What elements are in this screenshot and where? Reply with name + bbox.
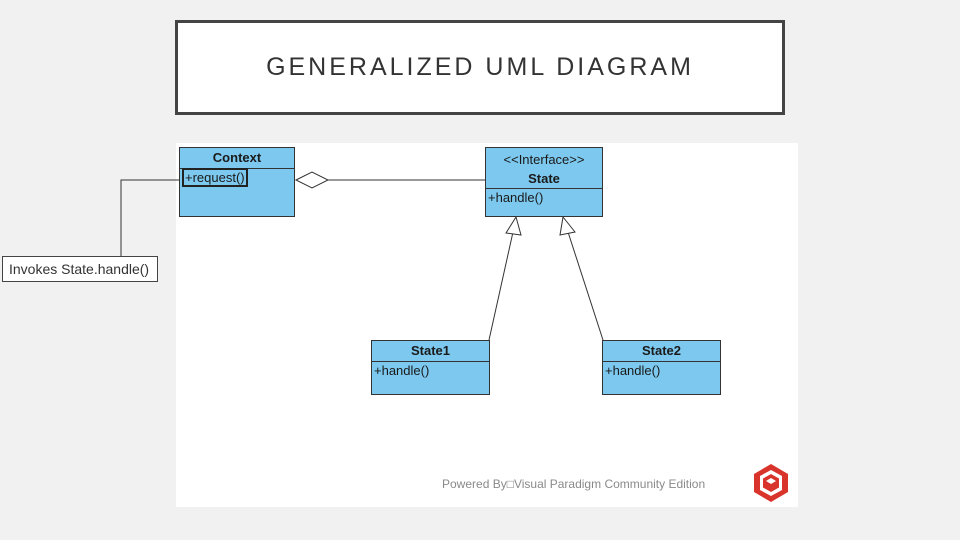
state-interface-header: <<Interface>> State <box>486 148 602 189</box>
note-connector <box>120 179 180 256</box>
context-operation-label: +request() <box>182 168 248 187</box>
state-stereotype: <<Interface>> <box>503 152 585 167</box>
state1-operation: +handle() <box>374 363 430 378</box>
note-box[interactable]: Invokes State.handle() <box>2 256 158 282</box>
state2-class-name: State2 <box>603 341 720 362</box>
slide-title-box: GENERALIZED UML DIAGRAM <box>175 20 785 115</box>
state1-class-name: State1 <box>372 341 489 362</box>
state-operation: +handle() <box>488 190 544 205</box>
state2-operation: +handle() <box>605 363 661 378</box>
slide-title: GENERALIZED UML DIAGRAM <box>266 53 694 81</box>
state2-class[interactable]: State2 +handle() <box>602 340 721 395</box>
state-interface-name: State <box>528 171 560 186</box>
powered-by-footer: Powered By□Visual Paradigm Community Edi… <box>442 477 706 491</box>
context-operation: +request() <box>180 168 294 187</box>
visual-paradigm-logo-icon <box>754 464 788 502</box>
context-class[interactable]: Context +request() <box>179 147 295 217</box>
state1-class[interactable]: State1 +handle() <box>371 340 490 395</box>
context-class-name: Context <box>180 148 294 169</box>
state-interface-class[interactable]: <<Interface>> State +handle() <box>485 147 603 217</box>
